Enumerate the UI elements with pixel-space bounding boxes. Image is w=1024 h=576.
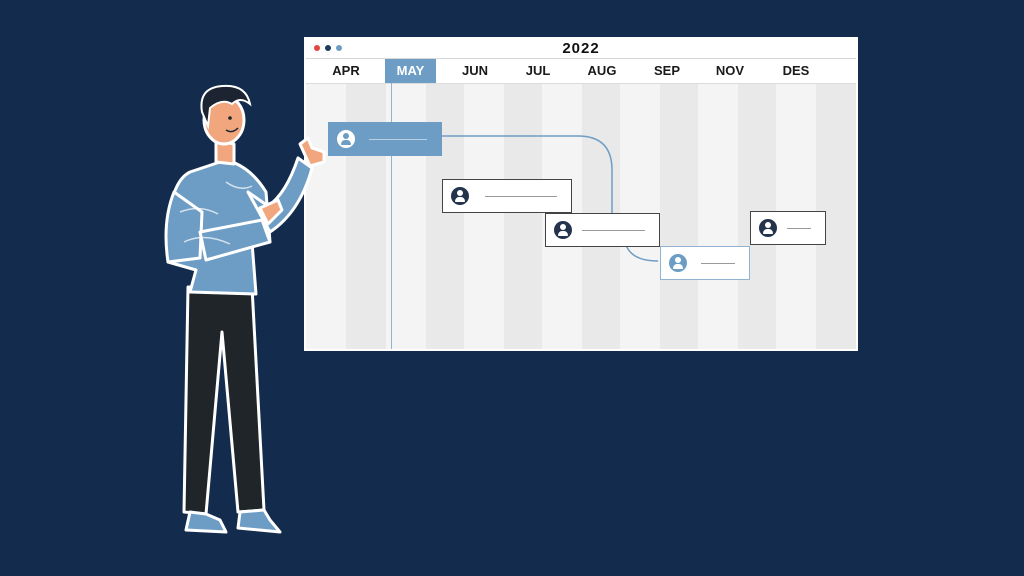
month-jun[interactable]: JUN [461, 63, 488, 78]
task-card[interactable] [750, 211, 826, 245]
timeline-window: 2022 APR MAY JUN JUL AUG SEP NOV DES [304, 37, 858, 351]
close-dot-icon[interactable] [314, 45, 320, 51]
task-connectors [442, 135, 659, 262]
month-apr[interactable]: APR [332, 63, 360, 78]
month-des[interactable]: DES [782, 63, 810, 78]
current-date-line [391, 83, 392, 349]
month-jul[interactable]: JUL [525, 63, 551, 78]
year-title: 2022 [562, 40, 600, 57]
maximize-dot-icon[interactable] [336, 45, 342, 51]
task-placeholder-line [485, 196, 557, 197]
user-icon [759, 219, 777, 237]
task-card[interactable] [442, 179, 572, 213]
month-aug[interactable]: AUG [587, 63, 617, 78]
task-placeholder-line [701, 263, 735, 264]
task-card[interactable] [660, 246, 750, 280]
column-stripe [504, 84, 542, 349]
user-icon [451, 187, 469, 205]
task-card[interactable] [328, 122, 442, 156]
user-icon [669, 254, 687, 272]
task-placeholder-line [369, 139, 427, 140]
month-may[interactable]: MAY [385, 59, 436, 83]
window-titlebar: 2022 [306, 39, 856, 59]
minimize-dot-icon[interactable] [325, 45, 331, 51]
user-icon [337, 130, 355, 148]
month-nov[interactable]: NOV [715, 63, 745, 78]
task-placeholder-line [582, 230, 645, 231]
user-icon [554, 221, 572, 239]
task-placeholder-line [787, 228, 811, 229]
month-sep[interactable]: SEP [653, 63, 680, 78]
task-card[interactable] [545, 213, 660, 247]
presenter-illustration [164, 84, 326, 534]
month-header: APR MAY JUN JUL AUG SEP NOV DES [306, 59, 856, 84]
column-stripe [660, 84, 698, 349]
